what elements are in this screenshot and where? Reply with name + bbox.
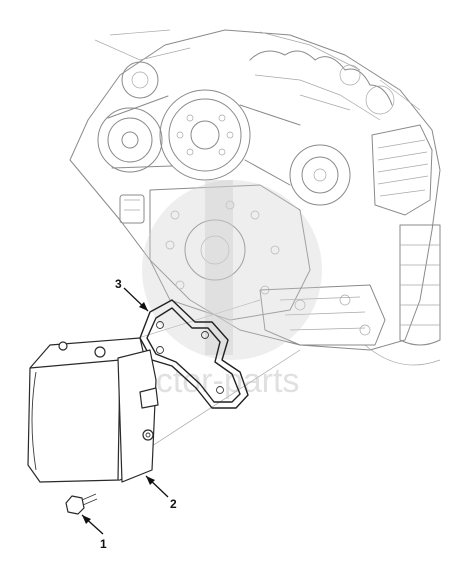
callout-3: 3	[115, 277, 149, 312]
callout-2-label: 2	[170, 497, 177, 511]
engine-block-background	[69, 29, 441, 471]
callout-2: 2	[145, 475, 177, 511]
mounting-bolt	[65, 493, 98, 515]
callout-1: 1	[81, 514, 107, 551]
callout-3-label: 3	[115, 277, 122, 291]
callout-1-label: 1	[100, 537, 107, 551]
oil-cooler-gasket	[139, 299, 249, 409]
oil-cooler-assembly	[27, 337, 159, 483]
